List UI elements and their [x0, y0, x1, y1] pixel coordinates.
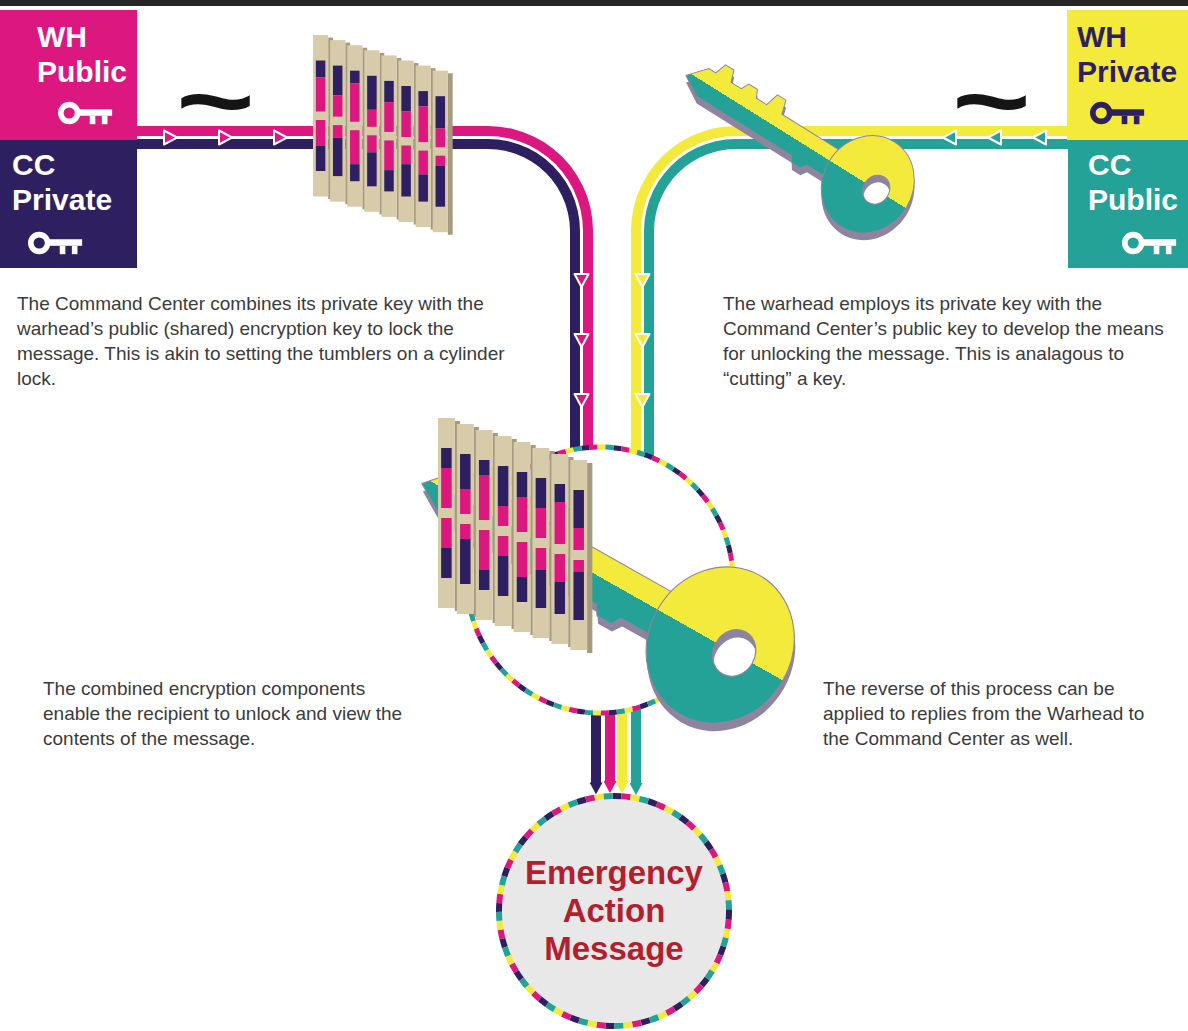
label-holder: The reverse of this process can be appli…	[823, 676, 1158, 751]
key-icon	[1093, 105, 1144, 125]
key-label: CC Private	[12, 148, 112, 217]
explanation-note: The reverse of this process can be appli…	[823, 676, 1158, 751]
label-holder: The combined encryption components enabl…	[43, 676, 411, 751]
label-holder: ~	[952, 78, 1031, 122]
label-holder: The Command Center combines its private …	[17, 291, 522, 391]
cut-key	[658, 30, 936, 258]
message-circle: Emergency Action Message	[496, 793, 732, 1029]
label-holder: ~	[176, 78, 255, 122]
key-box: WH Private	[1067, 10, 1188, 140]
explanation-note: The warhead employs its private key with…	[723, 291, 1181, 391]
inserted-key	[382, 408, 826, 758]
key-label: CC Public	[1088, 148, 1178, 217]
explanation-note: The combined encryption components enabl…	[43, 676, 411, 751]
label-holder: The warhead employs its private key with…	[723, 291, 1181, 391]
explanation-note: The Command Center combines its private …	[17, 291, 522, 391]
key-icon	[1125, 235, 1176, 255]
message-title: Emergency Action Message	[525, 854, 703, 968]
key-icon	[31, 235, 82, 255]
key-label: WH Public	[37, 20, 127, 89]
combined-lock	[438, 418, 592, 653]
top-bar	[0, 0, 1188, 6]
cylinder-lock	[313, 35, 453, 235]
key-box: CC Private	[0, 140, 137, 268]
key-label: WH Private	[1077, 20, 1177, 89]
key-icon	[61, 105, 112, 125]
tilde-symbol: ~	[952, 78, 1031, 122]
tilde-symbol: ~	[176, 78, 255, 122]
